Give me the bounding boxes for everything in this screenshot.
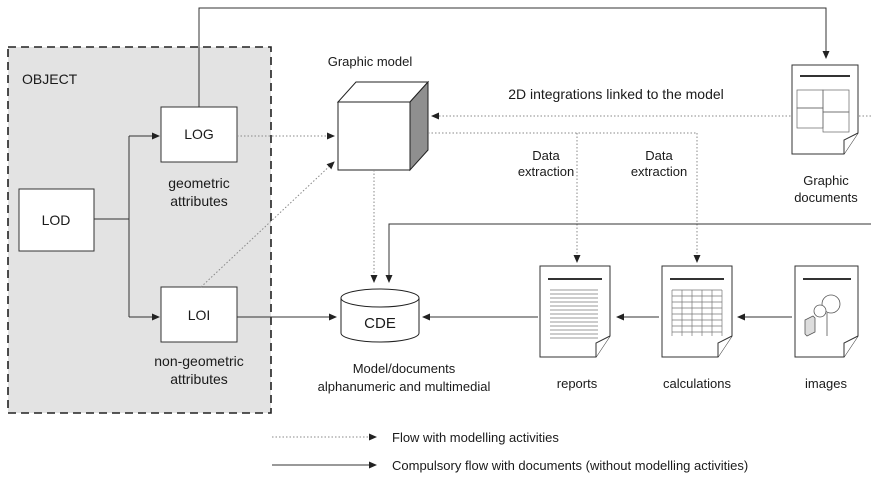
- legend-solid-label: Compulsory flow with documents (without …: [392, 458, 748, 473]
- object-title: OBJECT: [22, 71, 78, 87]
- graphic-model-title: Graphic model: [328, 54, 413, 69]
- lod-branch-connector: [94, 132, 160, 321]
- loi-to-model-dotted-arrow: [200, 161, 335, 288]
- loi-label: LOI: [188, 307, 211, 323]
- lod-box: [18, 188, 95, 252]
- graphic-documents-label-1: Graphic: [803, 173, 849, 188]
- data-extraction-2-line1: Data: [645, 148, 673, 163]
- log-to-graphic-documents-arrow: [198, 7, 830, 107]
- integrations-label: 2D integrations linked to the model: [508, 86, 724, 102]
- legend-dotted-label: Flow with modelling activities: [392, 430, 559, 445]
- log-label: LOG: [184, 126, 214, 142]
- reports-document-icon: [539, 265, 611, 358]
- reports-label: reports: [557, 376, 598, 391]
- geometric-caption-1: geometric: [168, 175, 229, 191]
- data-extraction-1-line2: extraction: [518, 164, 574, 179]
- graphic-model-cube: [336, 80, 430, 172]
- geometric-caption-2: attributes: [170, 193, 228, 209]
- images-label: images: [805, 376, 847, 391]
- lod-label: LOD: [42, 212, 71, 228]
- return-to-cde-arrow: [385, 223, 871, 283]
- calculations-document-icon: [661, 265, 733, 358]
- cde-label: CDE: [364, 315, 396, 332]
- nongeometric-caption-2: attributes: [170, 371, 228, 387]
- calculations-label: calculations: [663, 376, 731, 391]
- log-box: [160, 106, 238, 163]
- cde-database: [340, 288, 420, 343]
- data-extraction-2-line2: extraction: [631, 164, 687, 179]
- images-document-icon: [794, 265, 859, 358]
- cde-caption-1: Model/documents: [353, 361, 456, 376]
- graphic-documents-icon: [791, 64, 859, 155]
- cde-caption-2: alphanumeric and multimedial: [318, 379, 491, 394]
- legend: Flow with modelling activities Compulsor…: [272, 430, 748, 473]
- data-extraction-1-line1: Data: [532, 148, 560, 163]
- graphic-documents-label-2: documents: [794, 190, 858, 205]
- loi-box: [160, 286, 238, 343]
- nongeometric-caption-1: non-geometric: [154, 353, 244, 369]
